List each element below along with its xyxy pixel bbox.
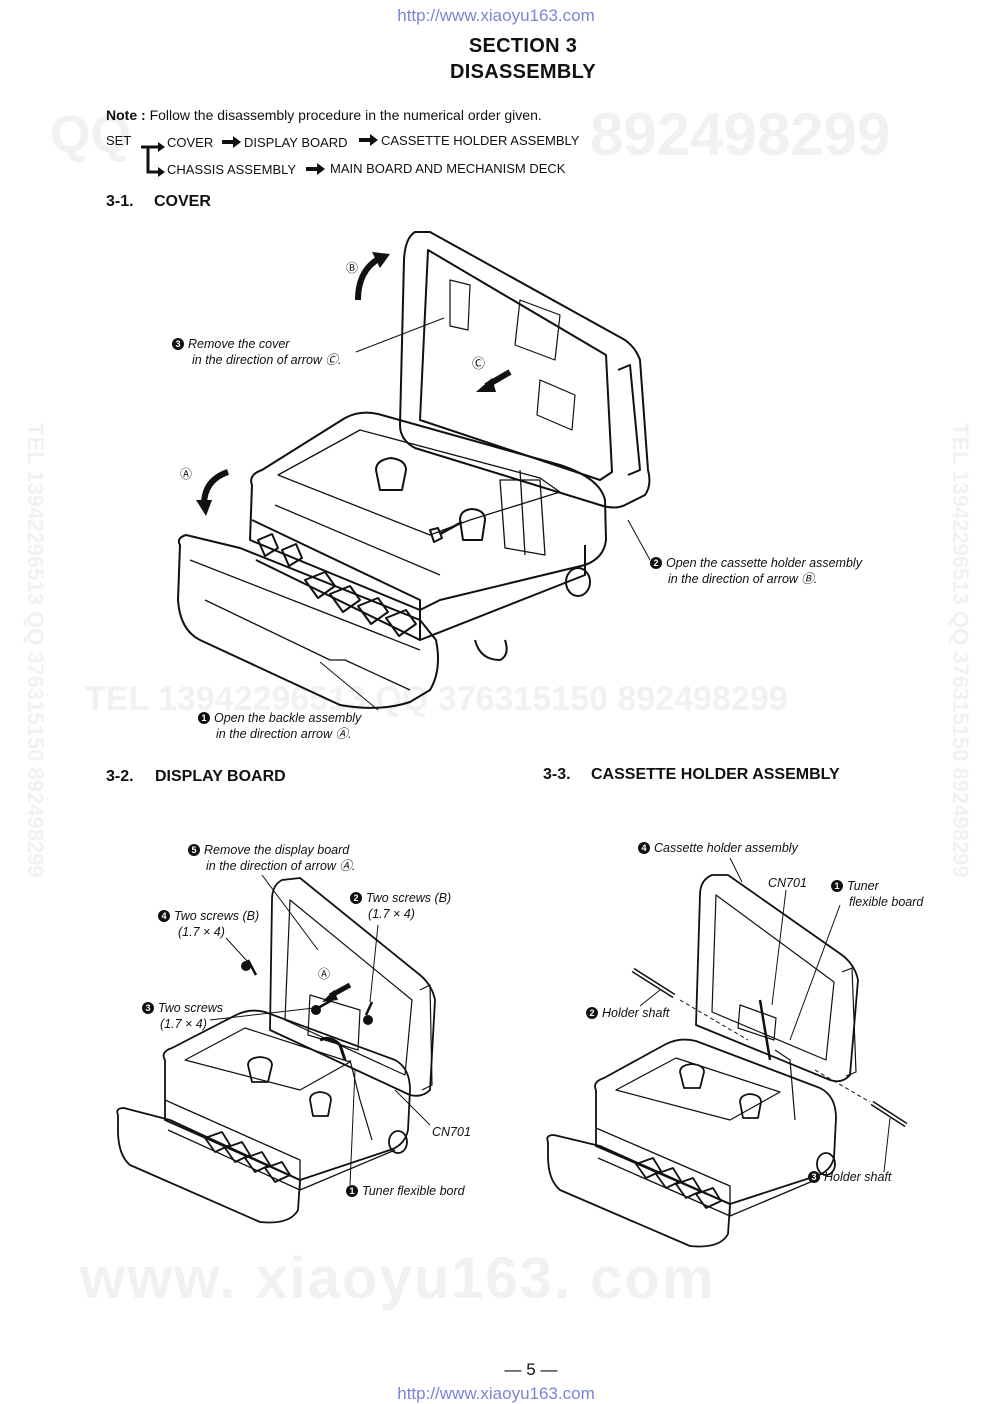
mark-b: Ⓑ [346,261,359,275]
mark-c: Ⓒ [472,356,486,371]
display-cn701: CN701 [432,1125,471,1139]
note: Note : Follow the disassembly procedure … [106,107,542,123]
note-label: Note : [106,107,146,123]
section-3-2-number: 3-2. [106,768,134,785]
watermark-mid: TEL 13942296513 QQ 376315150 892498299 [85,680,788,718]
bullet-2: 2 [650,557,662,569]
section-3-3-title: CASSETTE HOLDER ASSEMBLY [591,766,840,783]
watermark-bottom: www. xiaoyu163. com [80,1246,716,1311]
section-3-1-number: 3-1. [106,193,134,210]
flow-chassis: CHASSIS ASSEMBLY [167,162,297,177]
footer-url[interactable]: http://www.xiaoyu163.com [397,1384,595,1403]
flow-start: SET [106,133,132,148]
page-number: — 5 — [504,1360,558,1379]
flow-display-board: DISPLAY BOARD [244,135,348,150]
note-text: Follow the disassembly procedure in the … [149,107,542,123]
section-subtitle: DISASSEMBLY [450,61,596,83]
watermark-number: 892498299 [590,101,891,168]
mark-a: Ⓐ [180,467,193,481]
holder-cn701: CN701 [768,876,807,890]
flow-cassette-holder: CASSETTE HOLDER ASSEMBLY [381,133,580,148]
bullet-3: 3 [172,338,184,350]
watermark-qq: QQ [50,106,131,164]
flow-main-board: MAIN BOARD AND MECHANISM DECK [330,161,566,176]
bullet-1: 1 [198,712,210,724]
section-3-1-title: COVER [154,193,211,210]
section-3-3-number: 3-3. [543,766,571,783]
header-url[interactable]: http://www.xiaoyu163.com [397,6,595,25]
flow-cover: COVER [167,135,214,150]
display-mark-a: Ⓐ [318,967,331,981]
section-3-2-title: DISPLAY BOARD [155,768,286,785]
section-title: SECTION 3 [468,35,578,57]
